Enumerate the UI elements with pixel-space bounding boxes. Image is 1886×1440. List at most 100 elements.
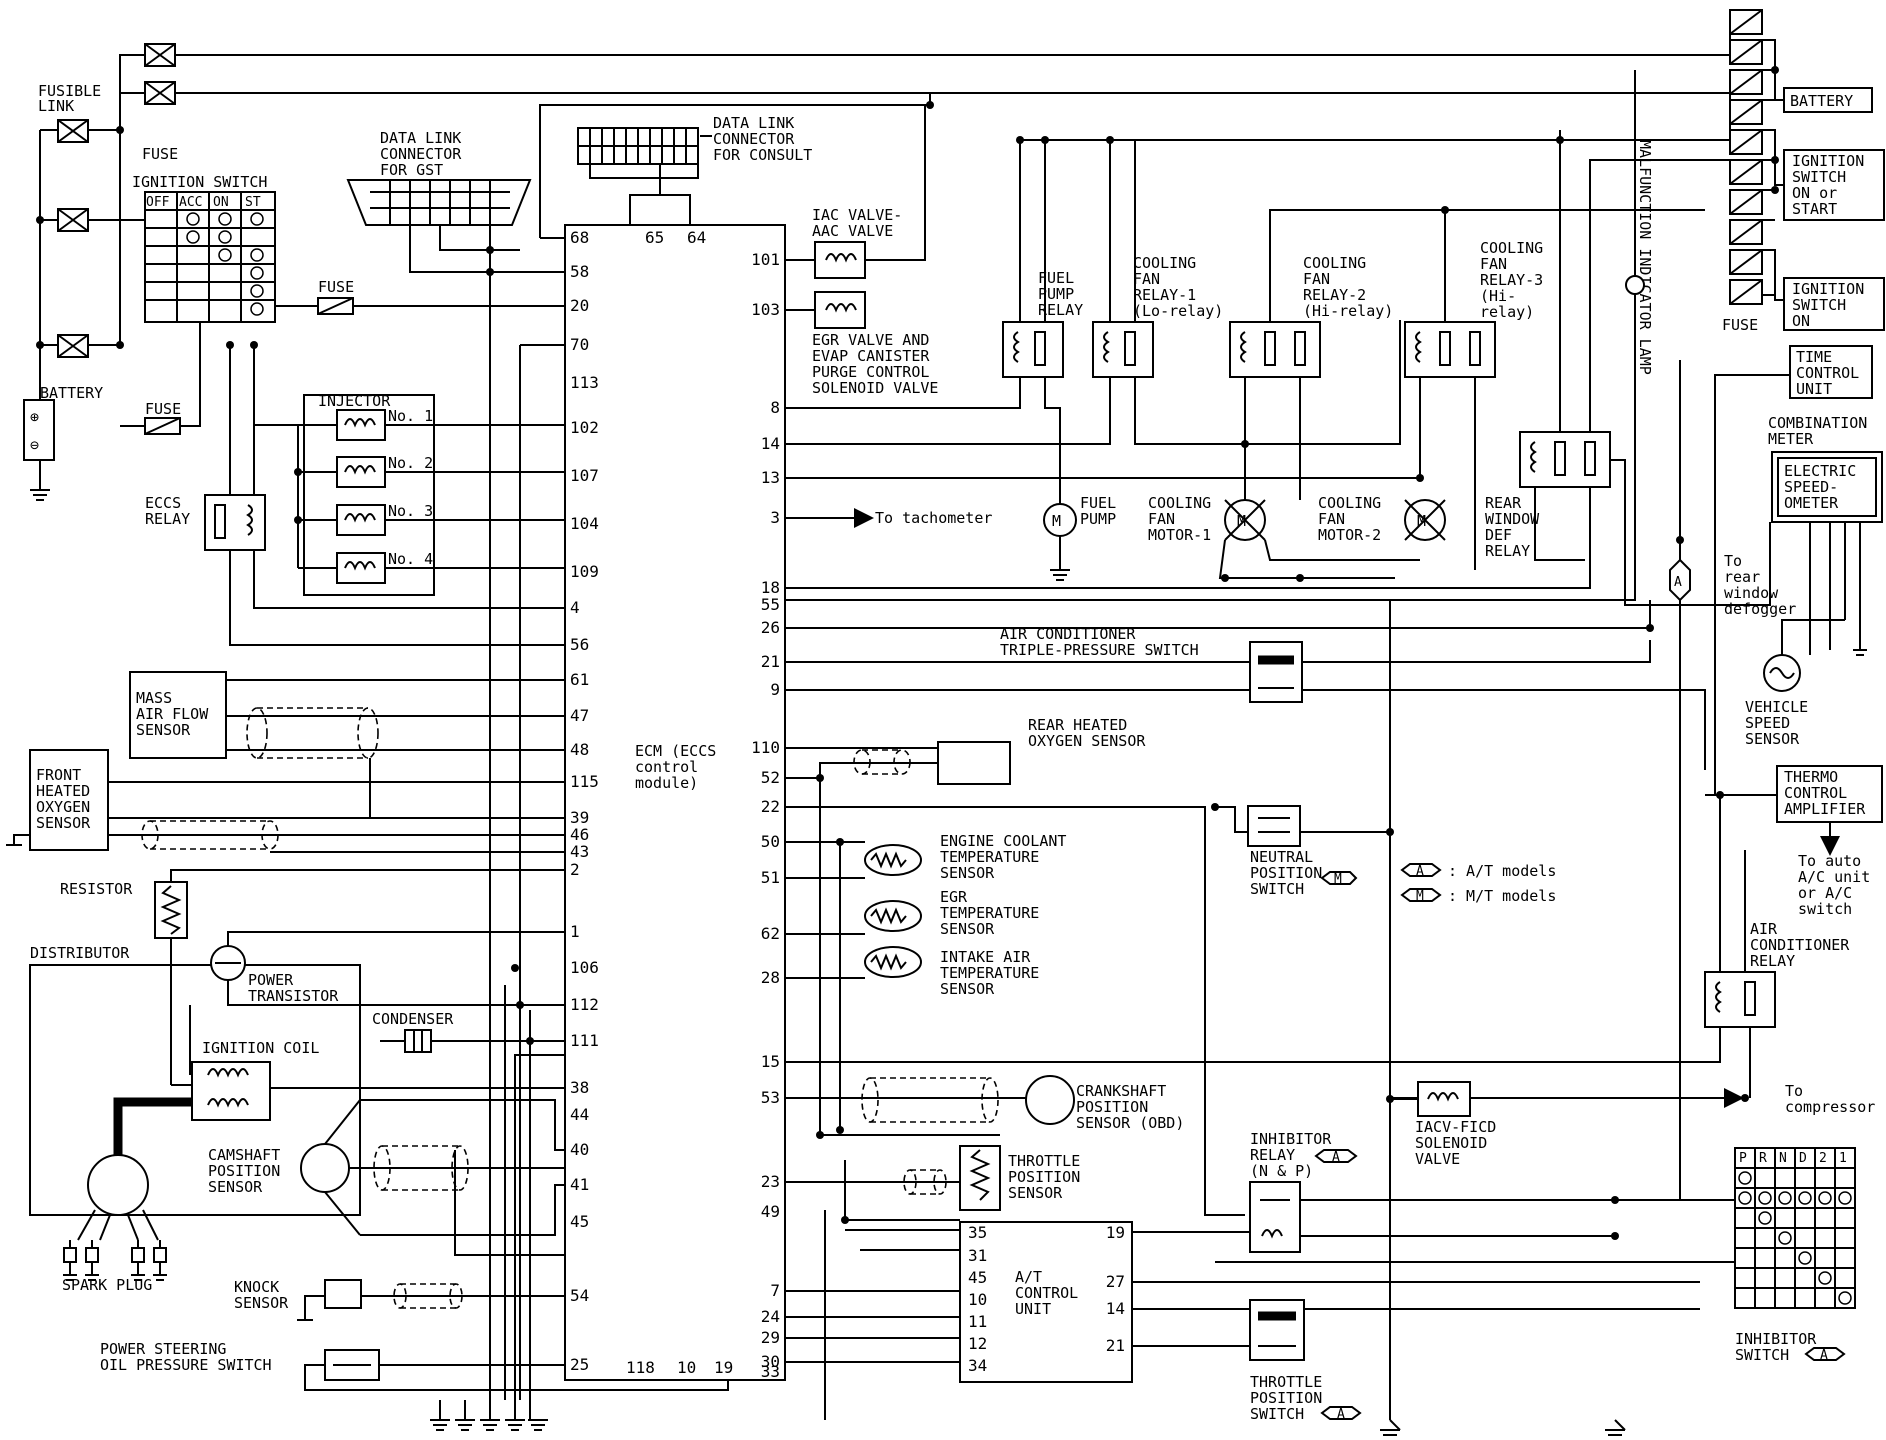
egrt-label-1: EGR bbox=[940, 888, 968, 906]
junction-dot-37 bbox=[1771, 66, 1779, 74]
egr-label-4: SOLENOID VALVE bbox=[812, 379, 938, 397]
right-fuse-mark-10 bbox=[1729, 279, 1763, 305]
inhibitor-relay-label-2: RELAY bbox=[1250, 1146, 1295, 1164]
junction-dot-30 bbox=[1611, 1232, 1619, 1240]
compressor-label-2: compressor bbox=[1785, 1098, 1875, 1116]
legend-mt-badge bbox=[1400, 888, 1442, 902]
dlc-consult-label-2: CONNECTOR bbox=[713, 130, 795, 148]
junction-dot-8 bbox=[294, 516, 302, 524]
ign-on-label-3: ON bbox=[1792, 312, 1810, 330]
rwdr-label-2: WINDOW bbox=[1485, 510, 1540, 528]
time-control-label-3: UNIT bbox=[1796, 380, 1832, 398]
junction-dot-27 bbox=[841, 1216, 849, 1224]
junction-dot-40 bbox=[1741, 1094, 1749, 1102]
intake-air-temp-sensor: INTAKE AIR TEMPERATURE SENSOR bbox=[785, 842, 1039, 1130]
junction-dot-3 bbox=[36, 341, 44, 349]
inhibitor-contact-10 bbox=[1798, 1251, 1812, 1265]
ecm-pin-47: 47 bbox=[570, 706, 589, 725]
knock-sensor: KNOCK SENSOR bbox=[234, 1278, 565, 1321]
knock-label-2: SENSOR bbox=[234, 1294, 289, 1312]
junction-dot-10 bbox=[486, 268, 494, 276]
injector-coil-1 bbox=[336, 409, 386, 441]
inhibitor-contact-3 bbox=[1758, 1191, 1772, 1205]
ecm-pin-111: 111 bbox=[570, 1031, 599, 1050]
injector-label-2: No. 2 bbox=[388, 454, 433, 472]
egr-label-2: EVAP CANISTER bbox=[812, 347, 930, 365]
ecm-left-pin-labels: 6858207011310210710410945661474811539464… bbox=[570, 228, 599, 1374]
legend-at-text: : A/T models bbox=[1448, 862, 1556, 880]
inh-col-p: P bbox=[1739, 1151, 1747, 1166]
tcu-pin-11: 11 bbox=[968, 1312, 987, 1331]
ecm-pin-1: 1 bbox=[570, 922, 580, 941]
inhibitor-relay-label-3: (N & P) bbox=[1250, 1162, 1313, 1180]
camshaft-position-sensor: CAMSHAFT POSITION SENSOR bbox=[208, 1099, 565, 1256]
ecm-pin-25: 25 bbox=[570, 1355, 589, 1374]
junction-dot-32 bbox=[1716, 791, 1724, 799]
svg-text:M: M bbox=[1334, 872, 1342, 887]
tcu-pin-45: 45 bbox=[968, 1268, 987, 1287]
injector-coil-winding-4 bbox=[344, 561, 376, 571]
spark-plug-label: SPARK PLUG bbox=[62, 1276, 152, 1294]
ecm-pin-38: 38 bbox=[570, 1078, 589, 1097]
at-diode-badge bbox=[1669, 558, 1691, 602]
junction-dot-17 bbox=[1106, 136, 1114, 144]
cam-label-1: CAMSHAFT bbox=[208, 1146, 280, 1164]
ecm-pin-65: 65 bbox=[645, 228, 664, 247]
front-heated-oxygen-sensor: FRONT HEATED OXYGEN SENSOR bbox=[6, 749, 565, 853]
ps-label-1: POWER STEERING bbox=[100, 1340, 226, 1358]
distributor: DISTRIBUTOR POWER TRANSISTOR CONDENSER I… bbox=[29, 931, 565, 1294]
crankshaft-position-sensor: CRANKSHAFT POSITION SENSOR (OBD) To comp… bbox=[785, 778, 1875, 1136]
svg-text:M: M bbox=[1417, 512, 1426, 530]
inhibitor-contact-7 bbox=[1838, 1191, 1852, 1205]
ecm-pin-62: 62 bbox=[761, 924, 780, 943]
junction-dot-11 bbox=[511, 964, 519, 972]
ecm-pin-110: 110 bbox=[751, 738, 780, 757]
thermo-control-amplifier: THERMO CONTROL AMPLIFIER To auto A/C uni… bbox=[1705, 575, 1883, 918]
ro2-label-1: REAR HEATED bbox=[1028, 716, 1127, 734]
junction-dot-2 bbox=[36, 216, 44, 224]
iat-label-2: TEMPERATURE bbox=[940, 964, 1039, 982]
speedo-label-3: OMETER bbox=[1784, 494, 1839, 512]
inhibitor-switch-label-1: INHIBITOR bbox=[1735, 1330, 1817, 1348]
injector-label-3: No. 3 bbox=[388, 502, 433, 520]
rear-heated-oxygen-sensor: REAR HEATED OXYGEN SENSOR bbox=[785, 716, 1146, 785]
fuse-label-right: FUSE bbox=[1722, 316, 1758, 334]
battery-label-left: BATTERY bbox=[40, 384, 103, 402]
tcu-label-1: A/T bbox=[1015, 1268, 1042, 1286]
crank-label-1: CRANKSHAFT bbox=[1076, 1082, 1166, 1100]
power-transistor-label-2: TRANSISTOR bbox=[248, 987, 339, 1005]
ign-start-label-3: ON or bbox=[1792, 184, 1837, 202]
right-fuse-mark-3 bbox=[1729, 69, 1763, 95]
inhibitor-contact-6 bbox=[1818, 1191, 1832, 1205]
defogger-label-2: rear bbox=[1724, 568, 1760, 586]
ac-triple-label-2: TRIPLE-PRESSURE SWITCH bbox=[1000, 641, 1199, 659]
ecm-pin-18: 18 bbox=[761, 578, 780, 597]
tcu-pin-34: 34 bbox=[968, 1356, 987, 1375]
right-fuse-mark-2 bbox=[1729, 39, 1763, 65]
ign-start-label-2: SWITCH bbox=[1792, 168, 1846, 186]
junction-dot-21 bbox=[1386, 828, 1394, 836]
knock-label-1: KNOCK bbox=[234, 1278, 279, 1296]
ecm-label-2: control bbox=[635, 758, 698, 776]
svg-text:M: M bbox=[1416, 889, 1424, 904]
cooling-fan-relay-3: COOLING FAN RELAY-3 (Hi- relay) bbox=[785, 210, 1543, 570]
inhibitor-contact-9 bbox=[1778, 1231, 1792, 1245]
ign-start-label-4: START bbox=[1792, 200, 1837, 218]
ecm-pin-109: 109 bbox=[570, 562, 599, 581]
ecm-pin-20: 20 bbox=[570, 296, 589, 315]
junction-dot-29 bbox=[1611, 1196, 1619, 1204]
egr-valve: EGR VALVE AND EVAP CANISTER PURGE CONTRO… bbox=[785, 291, 938, 397]
defogger-label-4: defogger bbox=[1724, 600, 1796, 618]
dlc-consult-label-3: FOR CONSULT bbox=[713, 146, 812, 164]
time-control-label-2: CONTROL bbox=[1796, 364, 1859, 382]
ecm-pin-26: 26 bbox=[761, 618, 780, 637]
spark-plug-3 bbox=[131, 1240, 145, 1281]
cfr2-label-1: COOLING bbox=[1303, 254, 1366, 272]
injector-coil-3 bbox=[336, 504, 386, 536]
egr-label-3: PURGE CONTROL bbox=[812, 363, 929, 381]
junction-dot-22 bbox=[1211, 803, 1219, 811]
ignition-switch: IGNITION SWITCH OFF ACC ON ST FUSE bbox=[132, 173, 565, 323]
iat-label-1: INTAKE AIR bbox=[940, 948, 1031, 966]
tcu-label-2: CONTROL bbox=[1015, 1284, 1078, 1302]
inhibitor-relay: INHIBITOR RELAY (N & P) A bbox=[1132, 1130, 1700, 1263]
